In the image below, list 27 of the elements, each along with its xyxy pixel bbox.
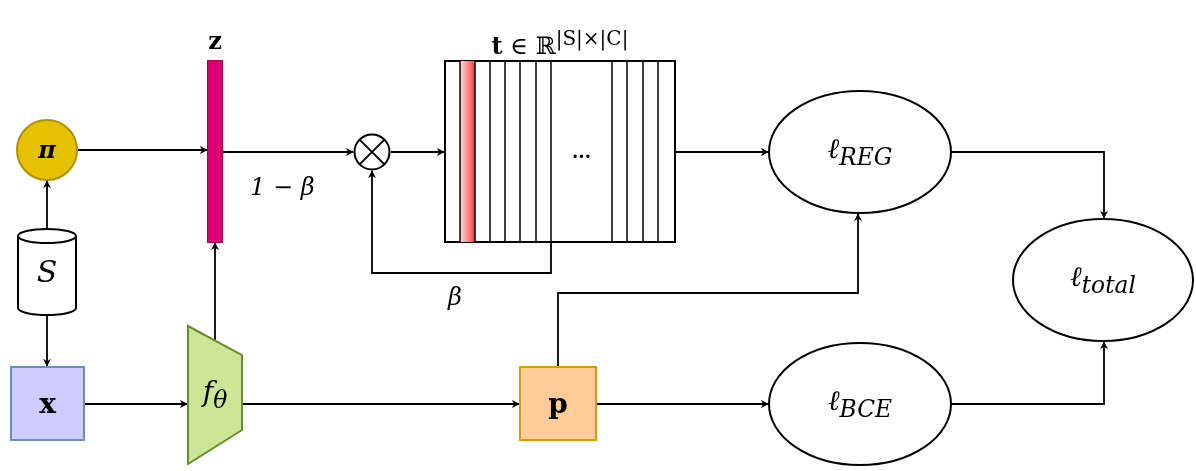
arrow: [951, 341, 1108, 405]
ellipsis: ...: [571, 142, 592, 161]
math-label: π: [37, 138, 57, 162]
arrow: [222, 148, 354, 156]
arrow: [84, 400, 188, 408]
heading: z: [207, 29, 223, 53]
math-label: p: [547, 389, 569, 418]
heading: t ∈ ℝ$^{|S|×|C|}$: [490, 28, 630, 58]
arrow: [557, 213, 862, 367]
arrow: [951, 151, 1108, 219]
arrow: [43, 315, 51, 367]
arrow: [368, 170, 552, 274]
math-label: x: [38, 389, 57, 418]
math-label: S: [35, 257, 59, 287]
arrow: [675, 148, 769, 156]
math-label: ℓ$_{REG}$: [826, 135, 894, 169]
arrow: [77, 146, 208, 154]
math-label: f$_{θ}$: [200, 378, 229, 412]
edge-label: 1 − β: [250, 175, 315, 199]
arrow: [211, 242, 219, 341]
arrow: [390, 148, 445, 156]
math-label: ℓ$_{BCE}$: [826, 387, 894, 421]
edge-label: β: [448, 285, 462, 309]
arrow: [596, 400, 769, 408]
arrow: [242, 400, 520, 408]
math-label: ℓ$_{total}$: [1069, 263, 1137, 297]
arrow: [43, 180, 51, 229]
